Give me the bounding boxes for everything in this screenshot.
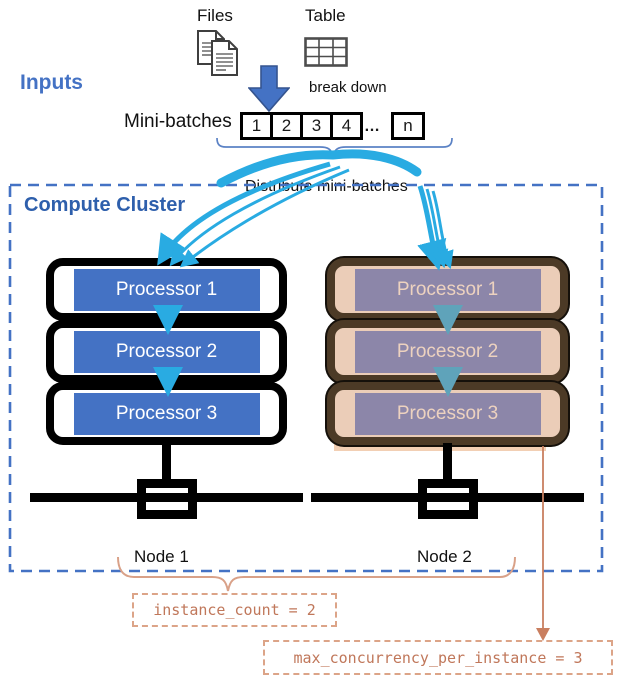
node1-rack-row: Processor 3 bbox=[46, 382, 287, 445]
mini-batch-cell: 4 bbox=[330, 112, 363, 140]
node2-stand-stem bbox=[443, 443, 452, 481]
max-concurrency-arrow bbox=[536, 446, 550, 641]
processor-bar: Processor 3 bbox=[73, 392, 260, 435]
node1-rack-row: Processor 1 bbox=[46, 258, 287, 321]
node2-rack-row: Processor 1 bbox=[327, 258, 568, 321]
distribute-label: Distribute mini-batches bbox=[245, 178, 408, 195]
node2-rack-row: Processor 3 bbox=[327, 382, 568, 445]
mini-batch-n-cell: n bbox=[391, 112, 425, 140]
processor-bar: Processor 3 bbox=[354, 392, 541, 435]
files-icon bbox=[196, 29, 240, 77]
mini-batch-brace bbox=[216, 137, 453, 160]
break-down-label: break down bbox=[309, 79, 387, 96]
arrows-to-node2 bbox=[417, 185, 454, 271]
table-icon bbox=[304, 37, 348, 67]
instance-count-annotation: instance_count = 2 bbox=[132, 593, 337, 627]
table-label: Table bbox=[305, 6, 346, 25]
processor-bar: Processor 1 bbox=[354, 268, 541, 311]
node2-network-bus bbox=[311, 493, 584, 502]
processor-bar: Processor 2 bbox=[73, 330, 260, 373]
inputs-section-title: Inputs bbox=[20, 71, 83, 94]
mini-batch-cell: 1 bbox=[240, 112, 273, 140]
mini-batch-cell: 3 bbox=[300, 112, 333, 140]
mini-batch-strip: 1 2 3 4 bbox=[240, 112, 363, 140]
files-label: Files bbox=[197, 6, 233, 25]
down-block-arrow-icon bbox=[248, 65, 290, 112]
node2-label: Node 2 bbox=[417, 547, 472, 566]
compute-cluster-title: Compute Cluster bbox=[24, 194, 186, 216]
node1-network-bus bbox=[30, 493, 303, 502]
node1-label: Node 1 bbox=[134, 547, 189, 566]
node1-rack-row: Processor 2 bbox=[46, 320, 287, 383]
mini-batch-cell: 2 bbox=[270, 112, 303, 140]
node1-stand-stem bbox=[162, 443, 171, 481]
max-concurrency-annotation: max_concurrency_per_instance = 3 bbox=[263, 640, 613, 675]
mini-batches-label: Mini-batches bbox=[124, 111, 232, 132]
ellipsis-label: … bbox=[364, 118, 381, 135]
processor-bar: Processor 1 bbox=[73, 268, 260, 311]
processor-bar: Processor 2 bbox=[354, 330, 541, 373]
node2-rack-row: Processor 2 bbox=[327, 320, 568, 383]
